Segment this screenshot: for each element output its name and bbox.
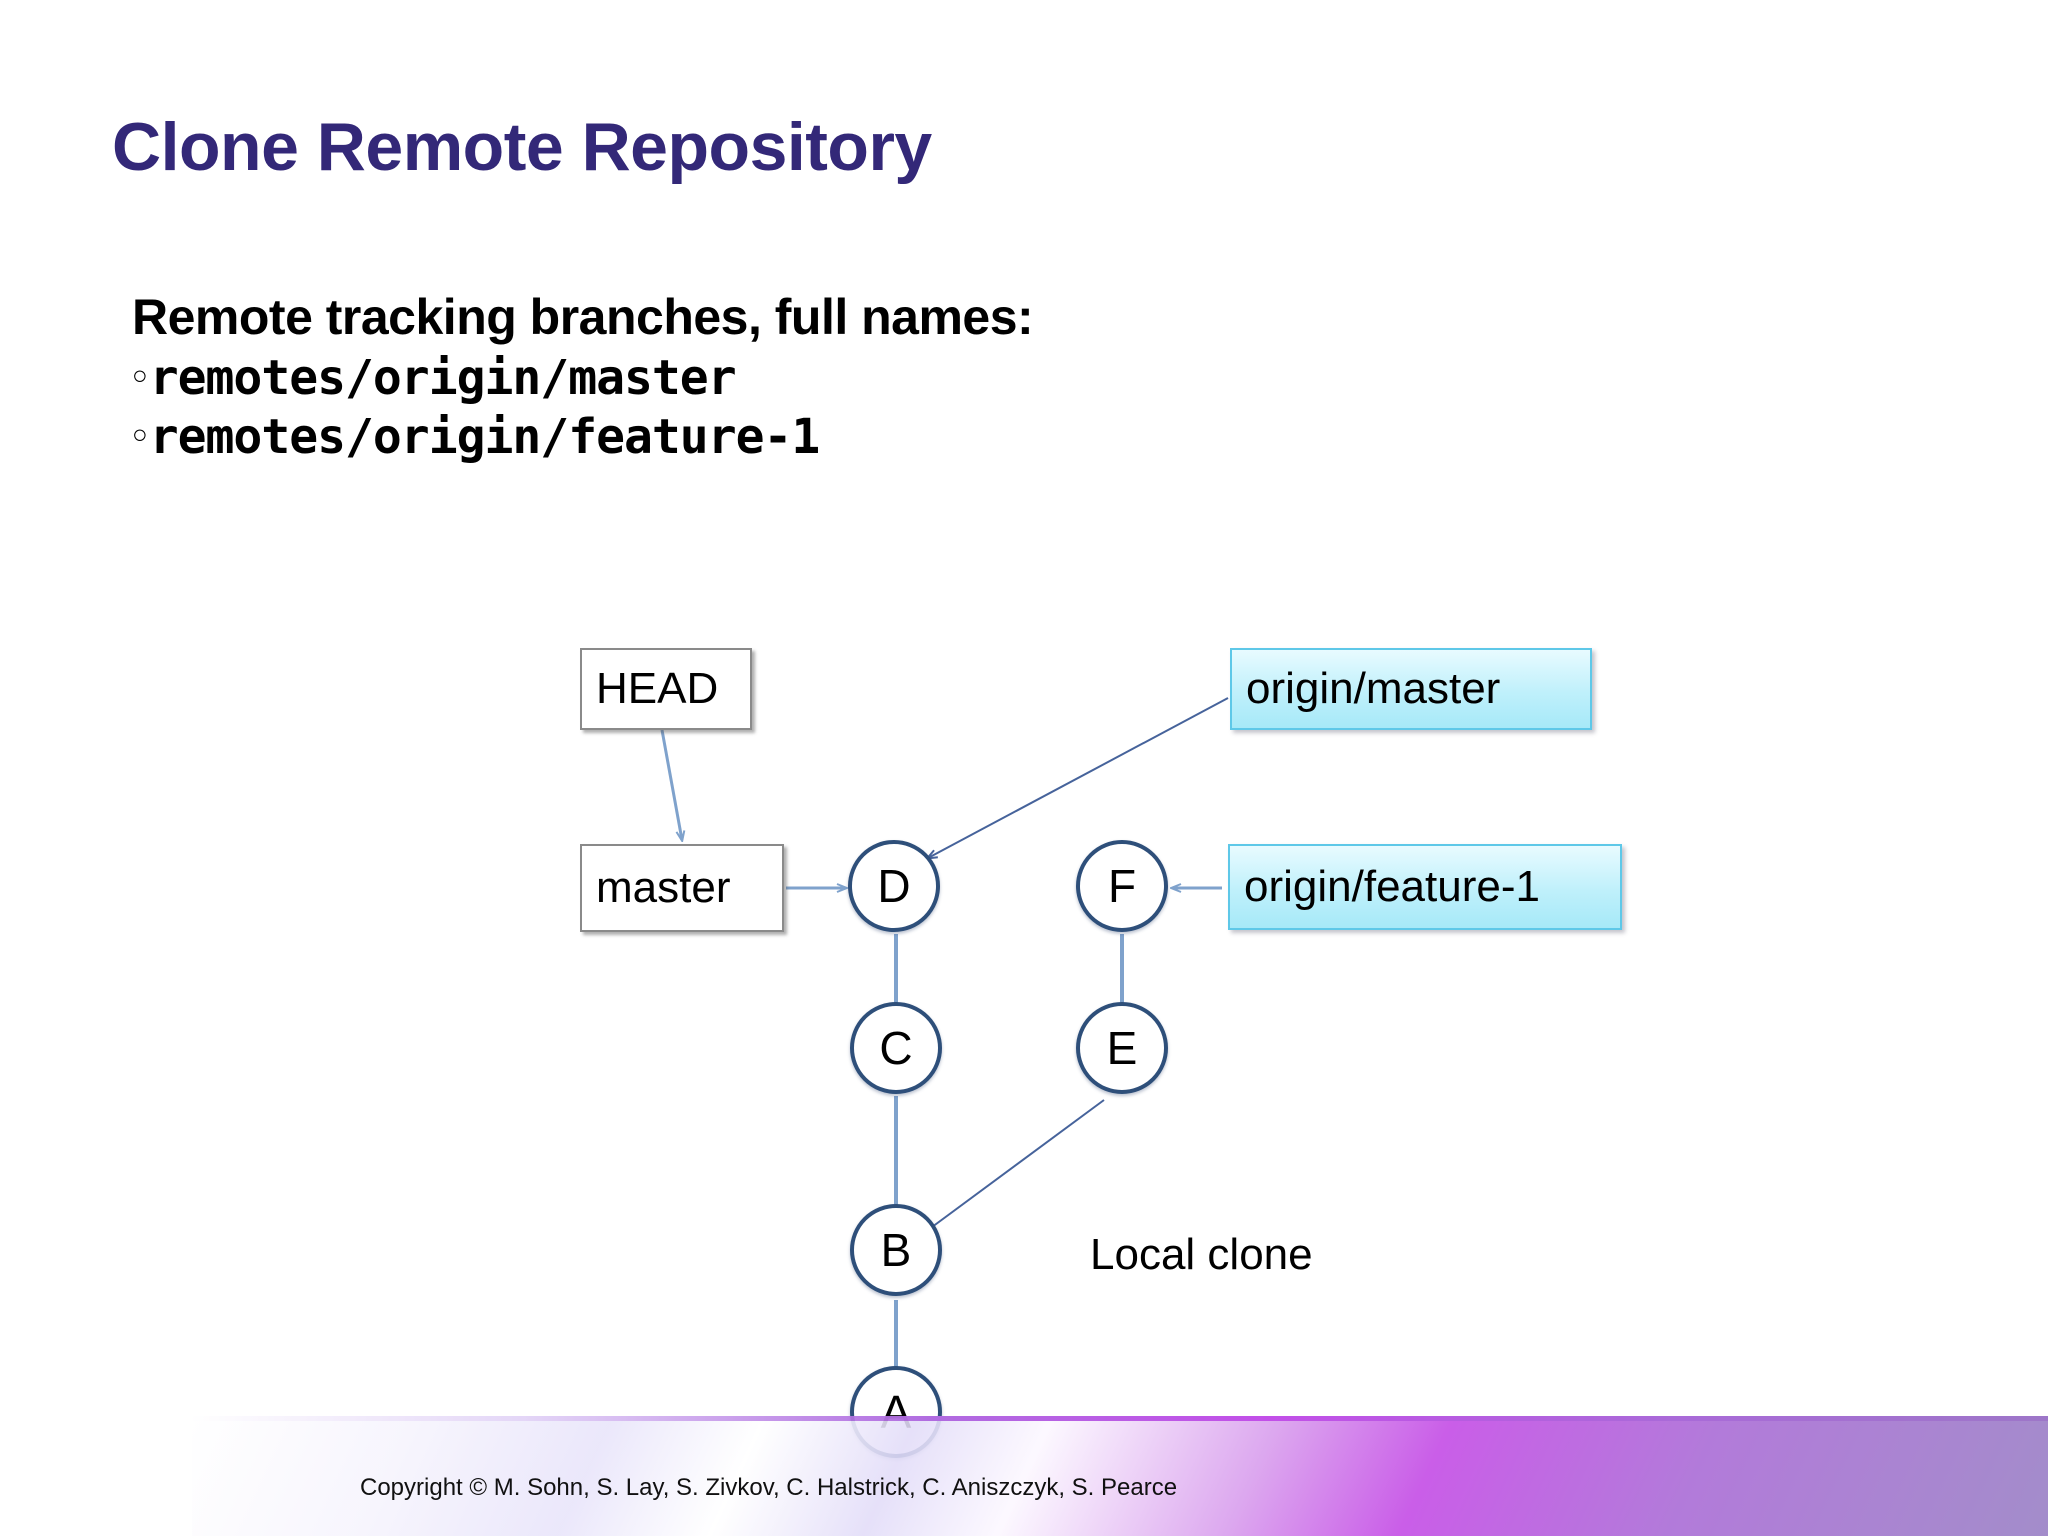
commit-node-f[interactable]: F [1076,840,1168,932]
footer-accent-rule [190,1416,2048,1421]
ref-box-head[interactable]: HEAD [580,648,752,730]
commit-node-b-label: B [880,1224,912,1276]
bullet-marker-icon: ○ [132,360,148,390]
commit-node-d-label: D [877,860,911,912]
git-graph-diagram: HEAD master origin/master origin/feature… [0,600,2048,1458]
copyright-text: Copyright © M. Sohn, S. Lay, S. Zivkov, … [360,1474,1178,1501]
local-clone-annotation: Local clone [1090,1230,1313,1279]
remote-box-origin-feature-1-label: origin/feature-1 [1244,862,1540,911]
commit-node-f-label: F [1107,860,1137,912]
remote-box-origin-master[interactable]: origin/master [1230,648,1592,730]
bullet-item-0: ○ remotes/origin/master [132,350,1532,406]
footer-gradient-wash [190,1421,2048,1536]
commit-node-d[interactable]: D [848,840,940,932]
body-text-block: Remote tracking branches, full names: ○ … [132,288,1532,465]
ref-box-master-label: master [596,863,731,912]
edge-originmaster-d [928,697,1229,858]
page-title: Clone Remote Repository [112,109,932,185]
bullet-marker-icon: ○ [132,419,148,450]
remote-box-origin-master-label: origin/master [1246,664,1501,713]
bullet-item-1: ○ remotes/origin/feature-1 [132,409,1532,466]
ref-box-master[interactable]: master [580,844,784,932]
commit-node-c-label: C [879,1022,913,1074]
commit-node-e-label: E [1106,1022,1138,1074]
lead-line: Remote tracking branches, full names: [132,289,1034,345]
remote-box-origin-feature-1[interactable]: origin/feature-1 [1228,844,1622,930]
commit-node-e[interactable]: E [1076,1002,1168,1094]
edge-head-master [660,729,682,840]
commit-node-c[interactable]: C [850,1002,942,1094]
footer-decoration [0,1416,2048,1536]
commit-node-b[interactable]: B [850,1204,942,1296]
diagram-connectors [660,697,1229,1370]
footer-left-mask [0,1416,192,1536]
bullet-text-0: remotes/origin/master [149,350,737,406]
bullet-text-1: remotes/origin/feature-1 [149,409,821,466]
ref-box-head-label: HEAD [596,664,719,713]
edge-e-b [927,1099,1105,1231]
